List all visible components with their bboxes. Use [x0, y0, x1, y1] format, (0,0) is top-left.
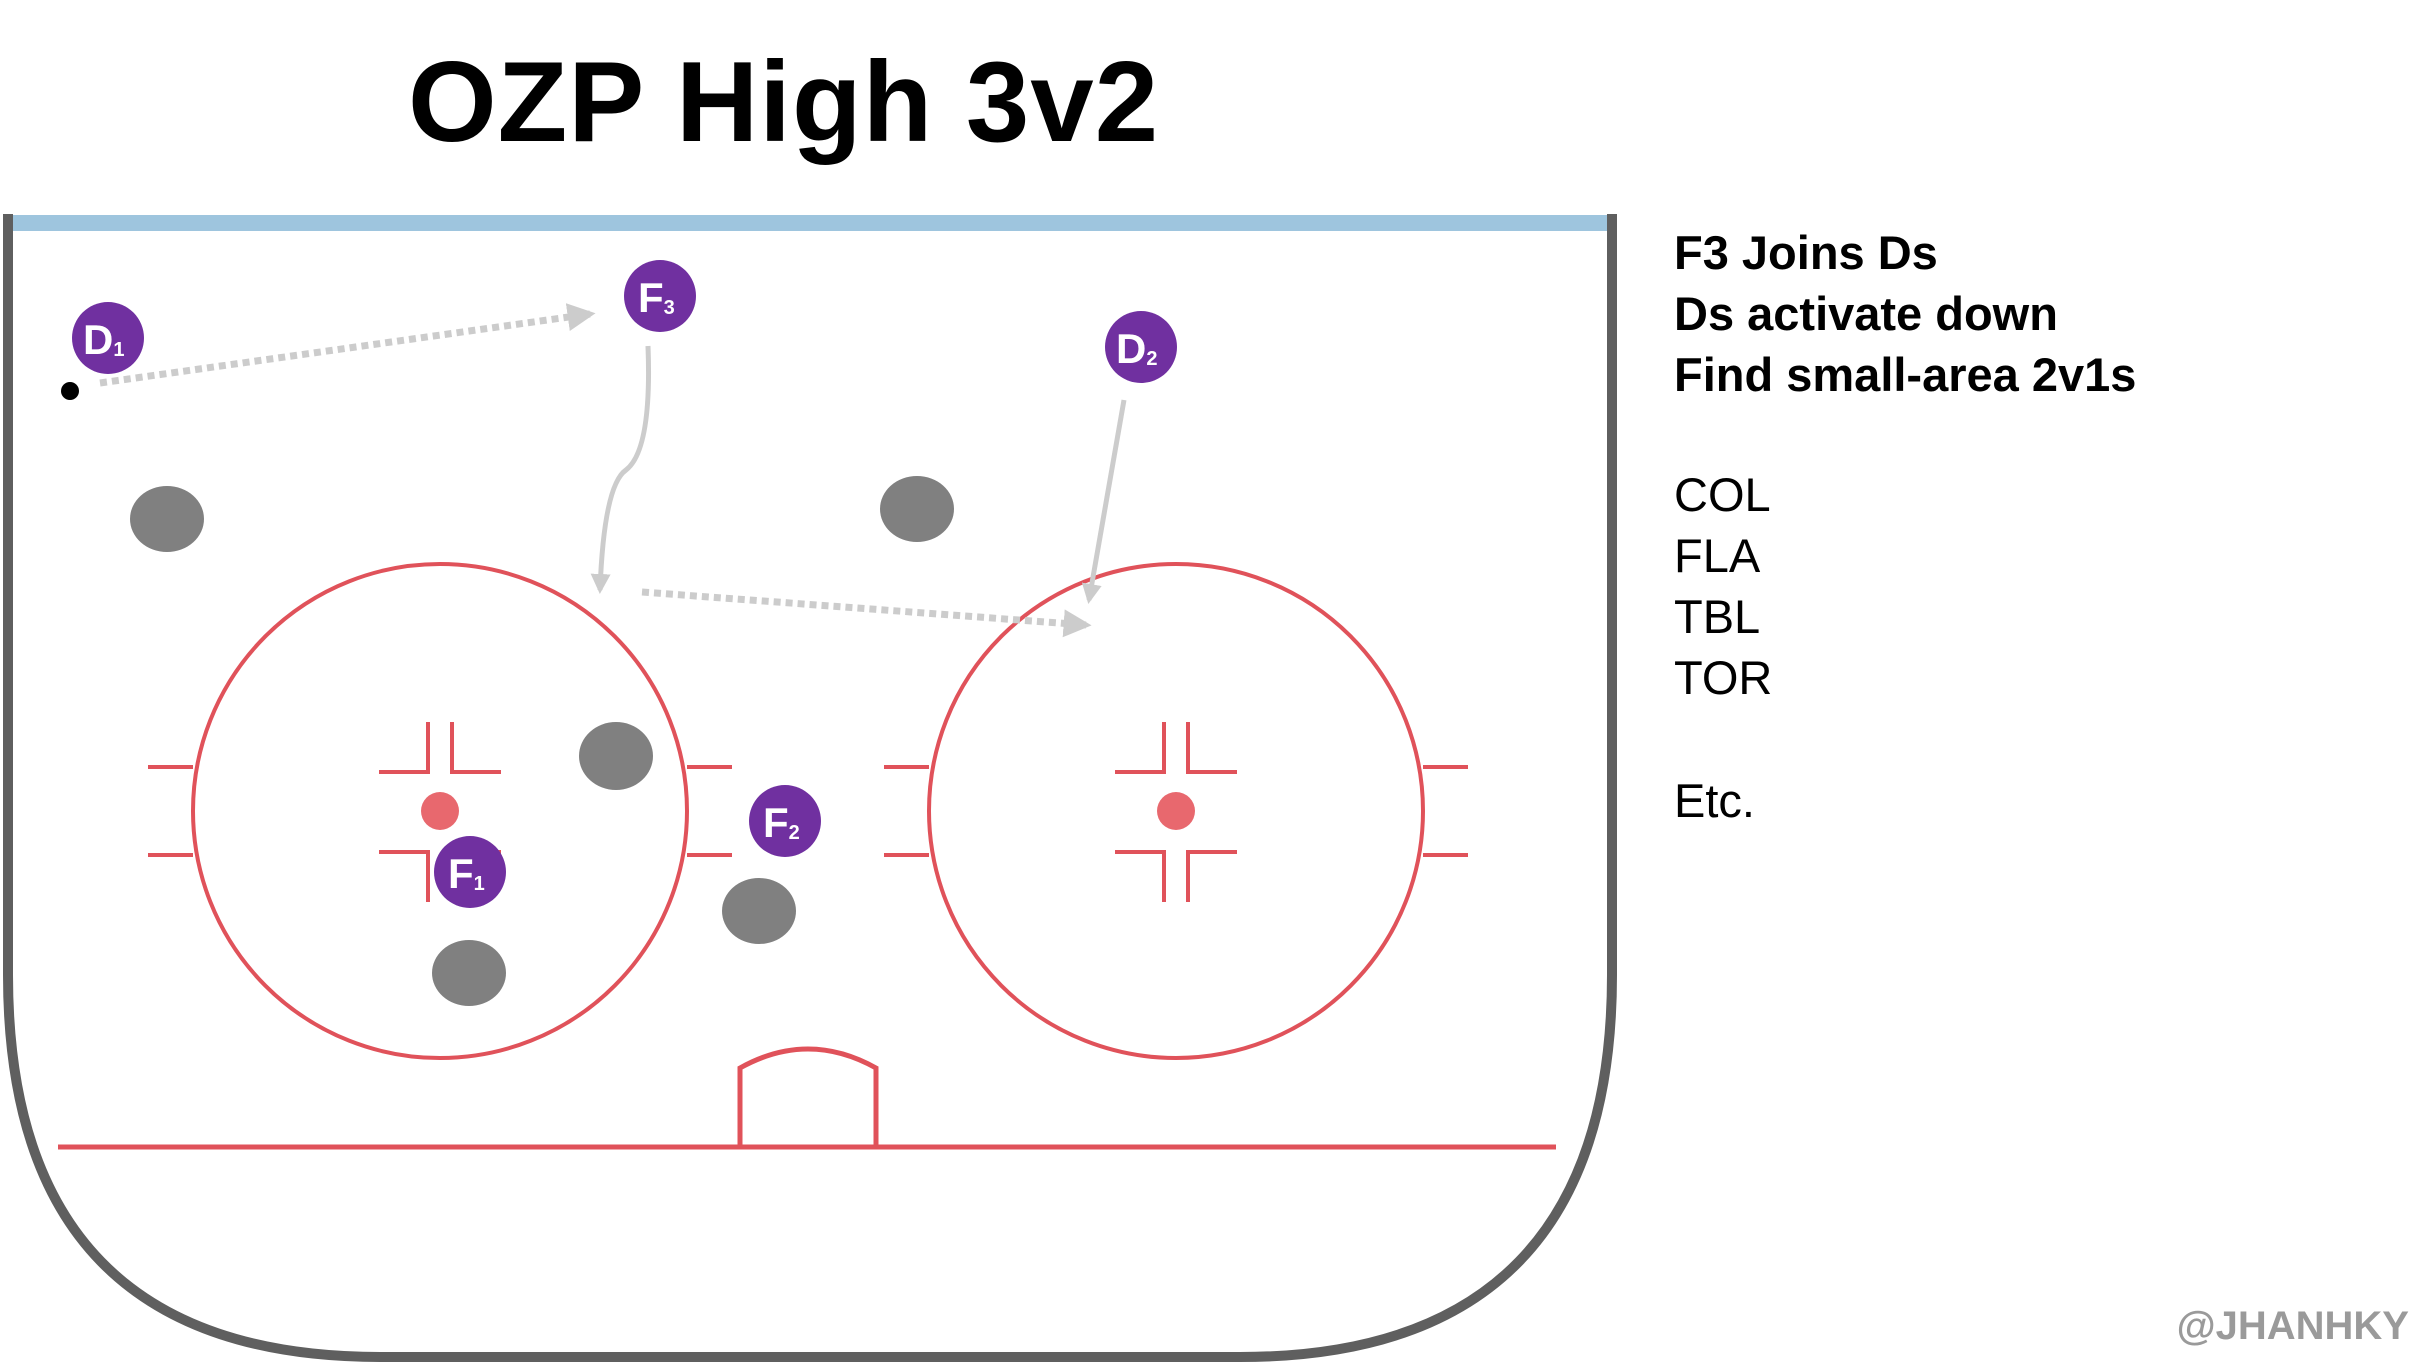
team-item: TOR [1674, 651, 1773, 704]
player-letter: F [448, 850, 474, 897]
right-faceoff-circle [884, 562, 1468, 1060]
page-title: OZP High 3v2 [408, 39, 1160, 166]
player-d1: D1 [72, 302, 144, 374]
player-number: 3 [664, 297, 675, 319]
right-faceoff-dot [1157, 792, 1195, 830]
player-f1: F1 [434, 836, 506, 908]
svg-text:F2: F2 [763, 799, 800, 846]
player-f2: F2 [749, 785, 821, 857]
watermark: @JHANHKY [2176, 1304, 2409, 1348]
player-number: 1 [474, 873, 485, 895]
opponent-marker [722, 878, 796, 944]
player-number: 2 [789, 822, 800, 844]
player-letter: D [1116, 325, 1146, 372]
skate-arrow-d2 [1081, 399, 1127, 604]
skate-arrow-f3 [590, 345, 651, 594]
player-letter: D [83, 316, 113, 363]
team-item: TBL [1674, 590, 1761, 643]
blue-line [8, 215, 1612, 231]
team-item: FLA [1674, 529, 1761, 582]
player-letter: F [638, 274, 664, 321]
player-number: 1 [113, 339, 124, 361]
left-faceoff-dot [421, 792, 459, 830]
team-list: COL FLA TBL TOR [1674, 464, 1772, 708]
player-number: 2 [1146, 348, 1157, 370]
goal-net [737, 1046, 879, 1147]
note-line: Find small-area 2v1s [1674, 348, 2137, 401]
team-item: COL [1674, 468, 1771, 521]
opponent-marker [579, 722, 653, 790]
note-line: F3 Joins Ds [1674, 226, 1938, 279]
opponent-marker [880, 476, 954, 542]
etc-note: Etc. [1674, 774, 1755, 827]
svg-text:D2: D2 [1116, 325, 1157, 372]
player-letter: F [763, 799, 789, 846]
opponents [130, 476, 954, 1006]
svg-text:D1: D1 [83, 316, 124, 363]
coaching-points: F3 Joins Ds Ds activate down Find small-… [1674, 222, 2136, 405]
opponent-marker [432, 940, 506, 1006]
puck [61, 382, 79, 400]
player-f3: F3 [624, 260, 696, 332]
svg-text:F1: F1 [448, 850, 485, 897]
player-d2: D2 [1105, 311, 1177, 383]
pass-arrow-across [641, 588, 1092, 638]
pass-arrow-d1-to-f3 [99, 303, 596, 387]
opponent-marker [130, 486, 204, 552]
svg-text:F3: F3 [638, 274, 675, 321]
rink-boards [3, 214, 1617, 1362]
note-line: Ds activate down [1674, 287, 2058, 340]
